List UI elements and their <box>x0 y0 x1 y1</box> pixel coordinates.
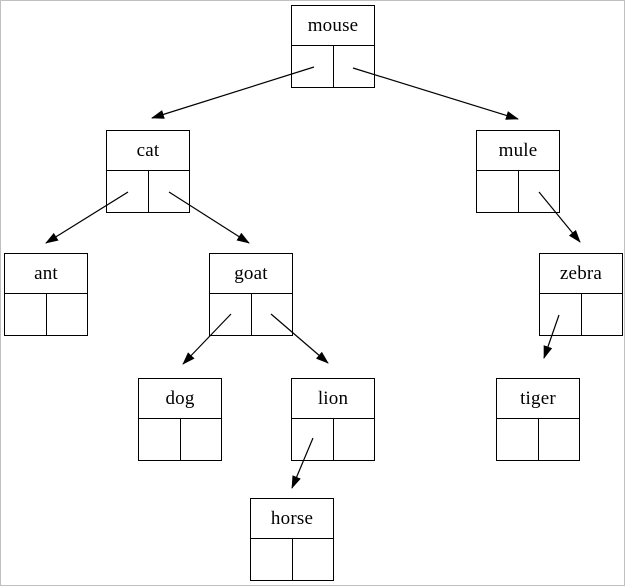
right-pointer-cell <box>519 171 560 212</box>
tree-node-mouse: mouse <box>291 5 375 88</box>
left-pointer-cell <box>292 419 334 460</box>
tree-node-horse: horse <box>250 498 334 581</box>
tree-node-label: tiger <box>497 379 579 419</box>
right-pointer-cell <box>181 419 222 460</box>
left-pointer-cell <box>5 294 47 335</box>
tree-node-label: mule <box>477 131 559 171</box>
tree-node-tiger: tiger <box>496 378 580 461</box>
tree-node-lion: lion <box>291 378 375 461</box>
right-pointer-cell <box>149 171 190 212</box>
pointer-cells <box>292 46 374 87</box>
tree-node-dog: dog <box>138 378 222 461</box>
tree-node-goat: goat <box>209 253 293 336</box>
pointer-cells <box>139 419 221 460</box>
pointer-cells <box>477 171 559 212</box>
tree-node-label: dog <box>139 379 221 419</box>
right-pointer-cell <box>47 294 88 335</box>
tree-node-cat: cat <box>106 130 190 213</box>
left-pointer-cell <box>497 419 539 460</box>
pointer-cells <box>107 171 189 212</box>
right-pointer-cell <box>539 419 580 460</box>
tree-node-label: cat <box>107 131 189 171</box>
pointer-cells <box>497 419 579 460</box>
left-pointer-cell <box>139 419 181 460</box>
tree-node-label: zebra <box>540 254 622 294</box>
left-pointer-cell <box>251 539 293 580</box>
tree-node-zebra: zebra <box>539 253 623 336</box>
left-pointer-cell <box>210 294 252 335</box>
left-pointer-cell <box>107 171 149 212</box>
tree-node-label: goat <box>210 254 292 294</box>
tree-node-label: mouse <box>292 6 374 46</box>
right-pointer-cell <box>334 419 375 460</box>
tree-node-label: ant <box>5 254 87 294</box>
tree-node-mule: mule <box>476 130 560 213</box>
tree-node-label: horse <box>251 499 333 539</box>
tree-node-ant: ant <box>4 253 88 336</box>
left-pointer-cell <box>477 171 519 212</box>
left-pointer-cell <box>540 294 582 335</box>
pointer-cells <box>210 294 292 335</box>
pointer-cells <box>5 294 87 335</box>
right-pointer-cell <box>252 294 293 335</box>
right-pointer-cell <box>582 294 623 335</box>
pointer-cells <box>292 419 374 460</box>
right-pointer-cell <box>334 46 375 87</box>
left-pointer-cell <box>292 46 334 87</box>
tree-node-label: lion <box>292 379 374 419</box>
right-pointer-cell <box>293 539 334 580</box>
pointer-cells <box>540 294 622 335</box>
pointer-cells <box>251 539 333 580</box>
